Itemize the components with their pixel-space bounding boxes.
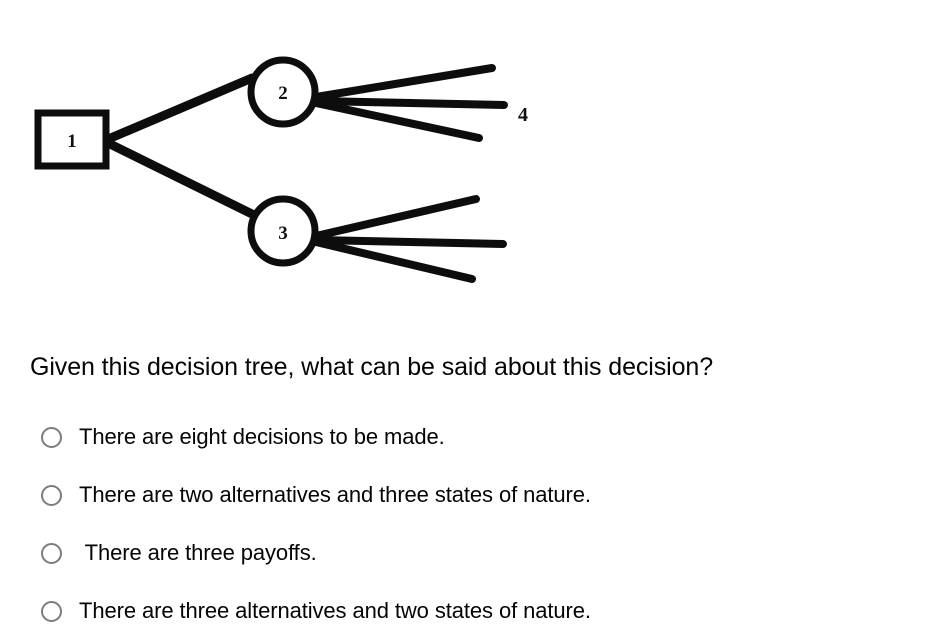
branch-2-lower (312, 99, 483, 142)
radio-button-icon-3[interactable] (41, 542, 62, 564)
answer-option-4[interactable]: There are three alternatives and two sta… (0, 582, 948, 640)
radio-button-icon-1[interactable] (41, 426, 62, 448)
answer-option-3[interactable]: There are three payoffs. (0, 524, 948, 582)
chance-node-3-label: 3 (278, 223, 288, 244)
branch-1-to-2 (101, 73, 257, 145)
outcome-label-4: 4 (518, 104, 528, 126)
branch-2-middle (312, 97, 508, 109)
branch-3-middle (312, 236, 507, 248)
chance-node-circle-3 (247, 195, 319, 267)
answer-option-2[interactable]: There are two alternatives and three sta… (0, 466, 948, 524)
radio-button-icon-2[interactable] (41, 484, 62, 506)
branch-3-lower (312, 238, 476, 283)
decision-tree-figure: 1 2 3 4 (0, 0, 600, 330)
question-prompt: Given this decision tree, what can be sa… (30, 353, 713, 381)
answer-option-4-label: There are three alternatives and two sta… (79, 598, 591, 623)
decision-node-1-label: 1 (67, 131, 77, 152)
answer-options-list: There are eight decisions to be made. Th… (0, 408, 948, 640)
branch-3-upper (312, 195, 480, 240)
decision-tree-svg: 1 2 3 4 (34, 56, 528, 283)
chance-node-circle-2 (247, 56, 319, 128)
answer-option-2-label: There are two alternatives and three sta… (79, 482, 591, 507)
chance-node-2-label: 2 (278, 83, 288, 104)
radio-button-icon-4[interactable] (41, 600, 62, 622)
decision-node-square (34, 109, 110, 170)
answer-option-1[interactable]: There are eight decisions to be made. (0, 408, 948, 466)
branch-1-to-3 (101, 137, 259, 220)
answer-option-1-label: There are eight decisions to be made. (79, 424, 445, 449)
answer-option-3-label: There are three payoffs. (79, 540, 317, 565)
branch-2-upper (312, 64, 496, 101)
